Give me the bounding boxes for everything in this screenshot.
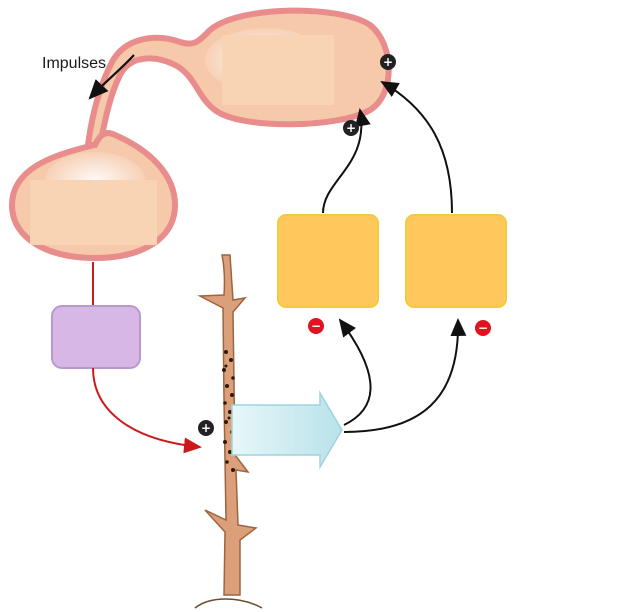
impulses-arrow [88, 54, 135, 100]
svg-text:−: − [478, 321, 488, 335]
lower-label-box [30, 180, 157, 245]
purple-label-box [51, 305, 141, 369]
plus-badge-middle: + [343, 120, 359, 136]
light-blue-arrow [231, 390, 343, 470]
red-arrow-to-bone [92, 367, 202, 454]
plus-badge-bone: + [198, 420, 214, 436]
bone-growth-dots [222, 350, 235, 472]
arrow-left-box-to-upper-neuron [322, 108, 371, 214]
impulses-label: Impulses [42, 55, 106, 72]
arrow-blue-to-left-box [338, 318, 372, 426]
svg-text:+: + [346, 121, 356, 135]
left-yellow-box [277, 214, 379, 308]
svg-text:+: + [383, 55, 393, 69]
svg-text:+: + [201, 421, 211, 435]
minus-badge-left: − [308, 318, 324, 334]
arrow-right-box-to-upper-neuron [380, 80, 453, 214]
plus-badge-upper-right: + [380, 54, 396, 70]
arrow-blue-to-right-box [343, 318, 467, 433]
right-yellow-box [405, 214, 507, 308]
upper-label-box [222, 35, 334, 105]
svg-text:−: − [311, 319, 321, 333]
minus-badge-right: − [475, 320, 491, 336]
